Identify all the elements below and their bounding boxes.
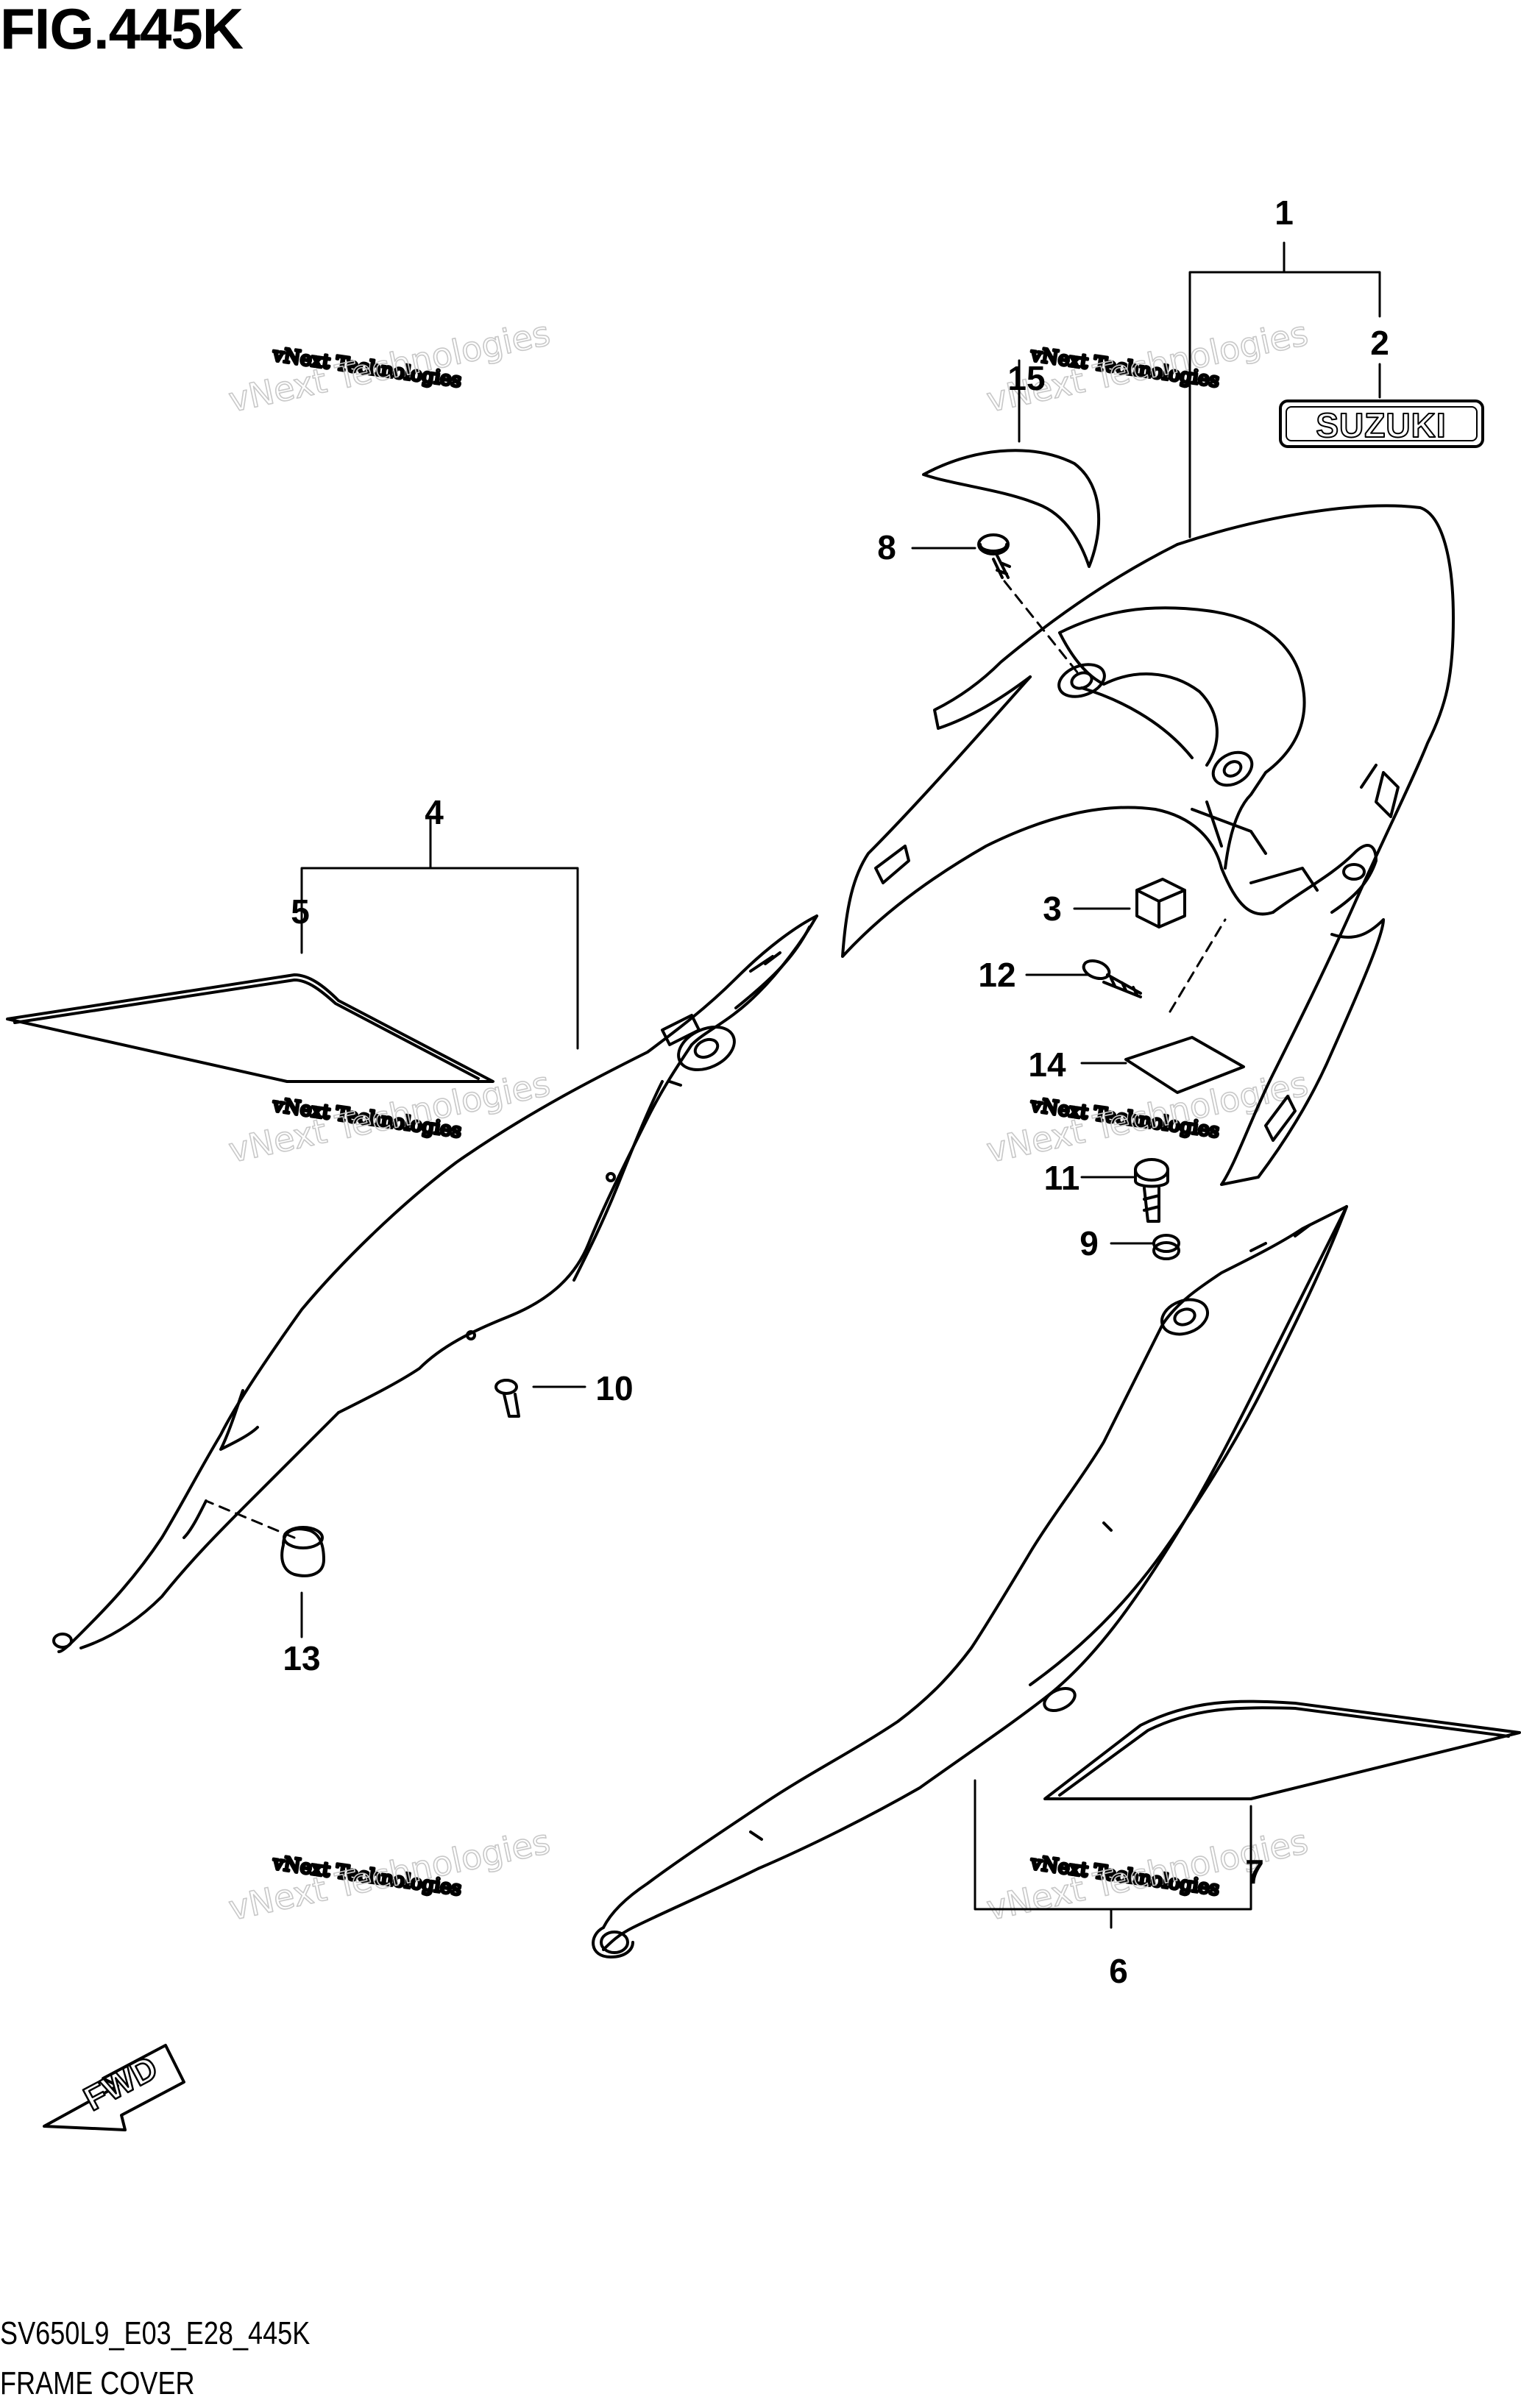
part-6-frame-cover-right xyxy=(592,1205,1348,1958)
part-9-grommet xyxy=(1152,1234,1180,1260)
watermark-bottom-left: vNext Technologies vNext Technologies xyxy=(224,1821,554,1929)
watermark-text: vNext Technologies xyxy=(225,1822,553,1928)
callout-4: 4 xyxy=(425,793,444,831)
callout-labels: 1 2 3 4 5 6 7 8 9 10 11 12 13 14 15 xyxy=(283,193,1389,1990)
leader-lines xyxy=(205,241,1381,1929)
part-12-screw xyxy=(1082,959,1142,998)
part-3-nut-clip xyxy=(1135,878,1186,928)
callout-8: 8 xyxy=(877,528,896,567)
part-11-bolt xyxy=(1134,1158,1169,1223)
part-5-trim-left xyxy=(6,973,494,1083)
callout-1: 1 xyxy=(1274,193,1294,232)
part-8-bolt xyxy=(977,533,1011,579)
part-4-frame-cover-left xyxy=(52,914,818,1653)
callout-7: 7 xyxy=(1245,1853,1264,1891)
emblem-brand-text: SUZUKI xyxy=(1316,406,1446,444)
callout-14: 14 xyxy=(1028,1045,1066,1084)
callout-11: 11 xyxy=(1044,1159,1080,1197)
part-1-tail-cover xyxy=(841,504,1455,1186)
callout-6: 6 xyxy=(1109,1952,1128,1990)
callout-3: 3 xyxy=(1043,889,1062,928)
figure-name: FRAME COVER xyxy=(0,2365,195,2401)
part-7-trim-right xyxy=(1043,1700,1521,1800)
callout-13: 13 xyxy=(283,1639,320,1677)
callout-12: 12 xyxy=(978,956,1015,994)
part-13-grommet xyxy=(280,1526,325,1577)
callout-9: 9 xyxy=(1079,1224,1099,1262)
callout-10: 10 xyxy=(595,1369,633,1407)
part-2-emblem: SUZUKI xyxy=(1279,399,1484,448)
callout-15: 15 xyxy=(1007,359,1045,397)
watermark-top-left: vNext Technologies vNext Technologies xyxy=(224,313,554,421)
callout-2: 2 xyxy=(1370,324,1389,362)
watermark-text: vNext Technologies xyxy=(225,313,553,420)
part-15-cushion-pad xyxy=(922,449,1101,568)
forward-direction-arrow: FWD xyxy=(43,2044,185,2131)
part-10-bolt xyxy=(494,1379,520,1418)
figure-title: FIG.445K xyxy=(0,0,244,61)
model-code: SV650L9_E03_E28_445K xyxy=(0,2315,311,2351)
callout-5: 5 xyxy=(291,892,310,931)
part-14-pad xyxy=(1124,1036,1245,1094)
